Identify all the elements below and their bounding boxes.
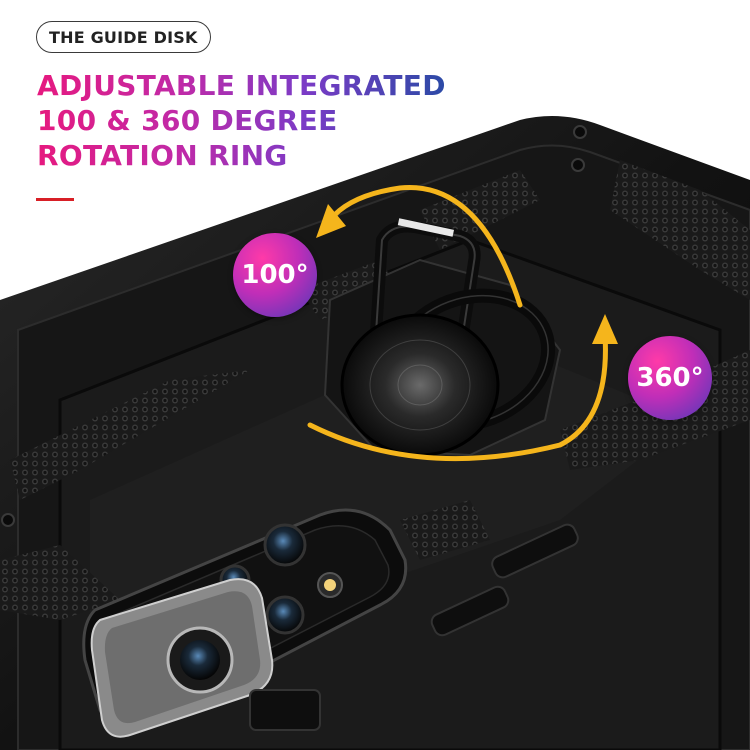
camera-module: [82, 508, 408, 738]
side-buttons: [249, 523, 579, 731]
headline-line-3: ROTATION RING: [37, 139, 288, 172]
rotation-arrows: [307, 185, 618, 462]
headline-line-2: 100 & 360 DEGREE: [37, 104, 338, 137]
headline: ADJUSTABLE INTEGRATED 100 & 360 DEGREE R…: [37, 68, 446, 173]
headline-line-1: ADJUSTABLE INTEGRATED: [37, 69, 446, 102]
ring-holder: [323, 218, 562, 457]
badge-360-degree: 360°: [628, 336, 712, 420]
badge-100-degree: 100°: [233, 233, 317, 317]
label-pill: THE GUIDE DISK: [36, 21, 211, 53]
corner-screws: [1, 125, 587, 527]
accent-line: [36, 198, 74, 201]
